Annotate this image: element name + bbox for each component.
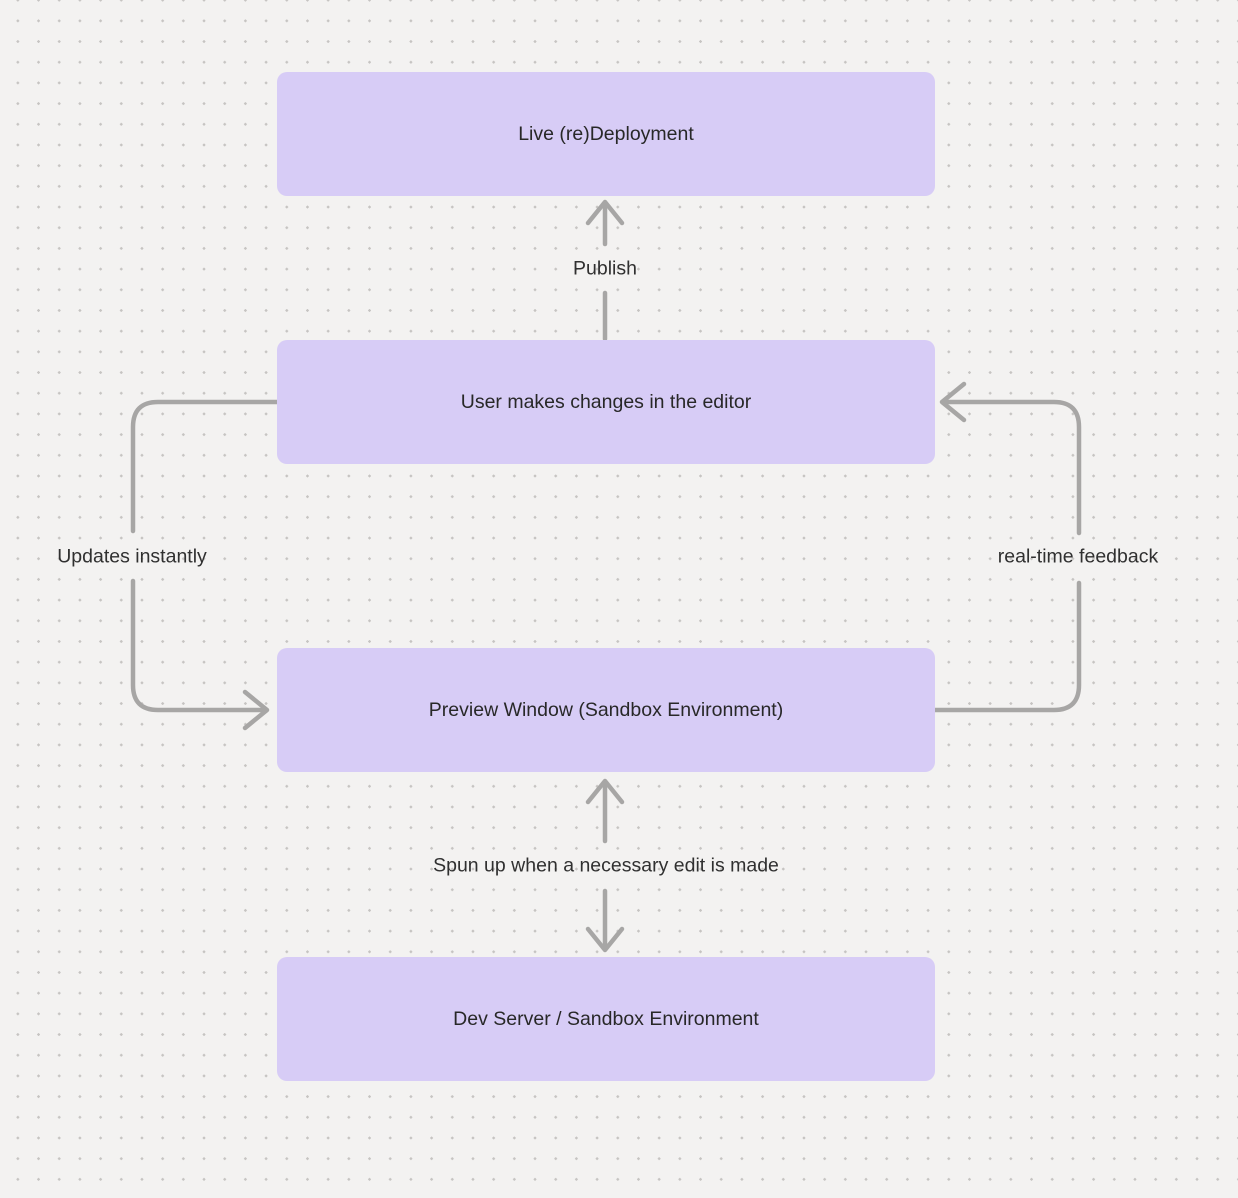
edge-label-spun-up: Spun up when a necessary edit is made	[433, 854, 779, 877]
updates-instantly-arrow-lower	[130, 578, 266, 713]
spun-up-arrowhead-down-icon	[585, 926, 625, 953]
node-live-deployment-label: Live (re)Deployment	[518, 122, 694, 145]
node-user-editor-label: User makes changes in the editor	[460, 390, 752, 413]
updates-instantly-arrow-upper	[130, 399, 280, 534]
updates-instantly-arrowhead-right-icon	[242, 689, 270, 731]
real-time-feedback-arrowhead-left-icon	[939, 381, 967, 423]
publish-arrowhead-up-icon	[585, 199, 625, 226]
real-time-feedback-arrow-lower	[932, 580, 1082, 713]
real-time-feedback-arrow-upper	[944, 399, 1082, 536]
node-dev-server[interactable]: Dev Server / Sandbox Environment	[277, 957, 935, 1081]
node-dev-server-label: Dev Server / Sandbox Environment	[453, 1007, 759, 1030]
edge-label-publish: Publish	[573, 257, 637, 280]
node-preview-window-label: Preview Window (Sandbox Environment)	[428, 698, 784, 721]
spun-up-arrowhead-up-icon	[585, 778, 625, 805]
node-preview-window[interactable]: Preview Window (Sandbox Environment)	[277, 648, 935, 772]
node-live-deployment[interactable]: Live (re)Deployment	[277, 72, 935, 196]
edge-label-updates-instantly: Updates instantly	[57, 545, 207, 568]
edge-label-real-time-feedback: real-time feedback	[997, 545, 1159, 568]
node-user-editor[interactable]: User makes changes in the editor	[277, 340, 935, 464]
